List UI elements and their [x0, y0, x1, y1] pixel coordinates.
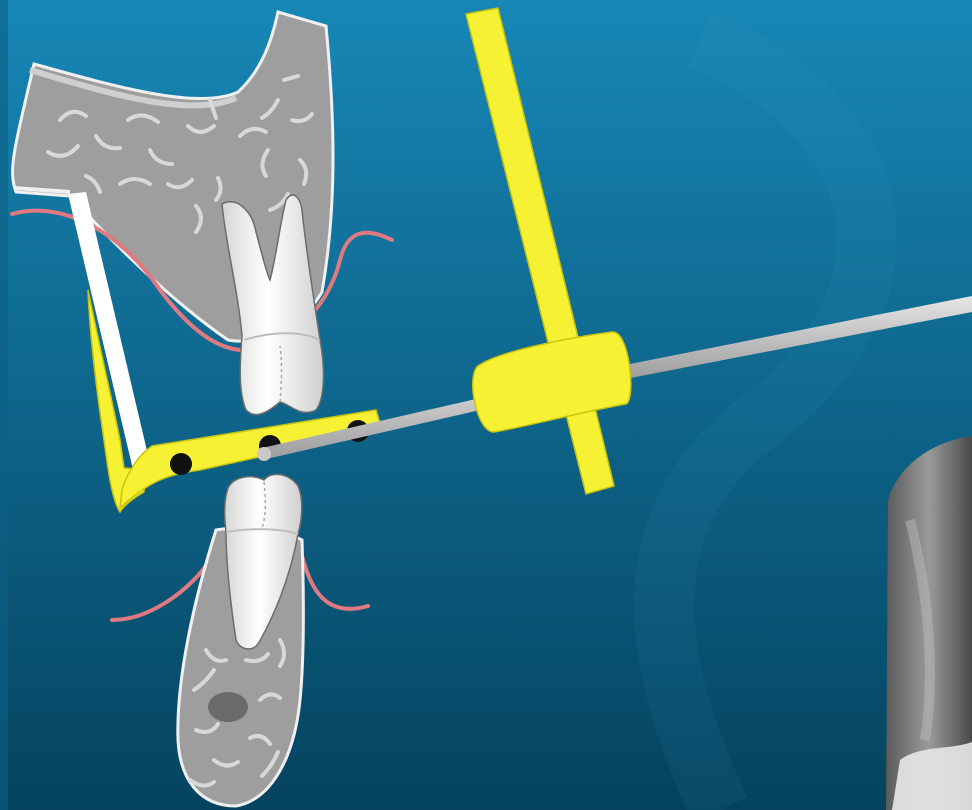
mental-foramen	[208, 692, 248, 722]
left-edge-band	[0, 0, 8, 810]
radiograph-image	[886, 436, 972, 810]
bite-block-hole-1	[170, 453, 192, 475]
